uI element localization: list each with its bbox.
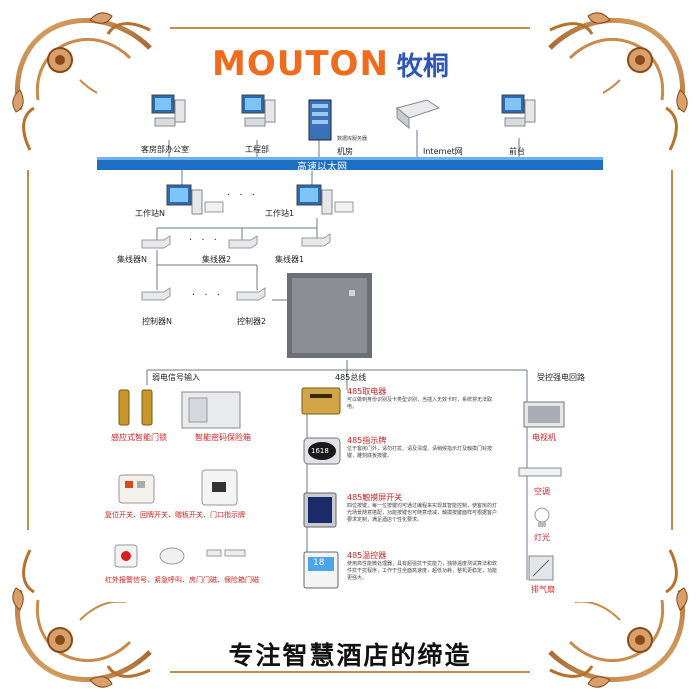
system-diagram: 客房部办公室 工程部 数据库服务器 机房 Internet网 前台 高速以太网 … <box>97 90 603 602</box>
weak-signal-label: 弱电信号输入 <box>152 373 200 382</box>
controller-n-icon <box>141 287 171 301</box>
controller-ellipsis: · · · <box>192 290 223 301</box>
indicator-title: 485指示牌 <box>347 436 387 445</box>
housekeeping-computer-icon <box>151 94 186 127</box>
exhaust-fan-label: 排气扇 <box>531 585 555 594</box>
air-conditioner-icon <box>518 467 562 477</box>
brand-logo: MOUTON 牧桐 <box>212 44 449 84</box>
brand-latin: MOUTON <box>212 44 389 84</box>
bus-485-label: 485总线 <box>335 373 367 382</box>
safe-label: 智能密码保险箱 <box>195 433 251 442</box>
thermostat-desc: 使用高性能微处理器，具有超强抗干扰能力，独特温度测试算法和软件抗干扰程序，工作于… <box>347 561 498 581</box>
engineering-label: 工程部 <box>245 145 269 154</box>
main-cabinet-icon <box>287 273 372 358</box>
tv-label: 电视机 <box>532 433 556 442</box>
safe-box-icon <box>181 391 241 429</box>
door-lock-label: 感应式智能门锁 <box>111 433 167 442</box>
sensors-label: 红外报警信号、紧急呼叫、房门门磁、保险箱门磁 <box>105 576 259 584</box>
door-magnet-icon <box>206 549 246 557</box>
reset-switch-icon <box>118 474 155 504</box>
internet-label: Internet网 <box>423 147 463 156</box>
switches-label: 复位开关、回牌开关、赠板开关、门口指示牌 <box>105 511 245 519</box>
data-server-label: 数据库服务器 <box>337 136 368 142</box>
ac-label: 空调 <box>534 487 550 496</box>
concentrator-n-label: 集线器N <box>117 255 147 264</box>
brand-cjk: 牧桐 <box>396 51 449 82</box>
controller-n-label: 控制器N <box>142 317 172 326</box>
workstation-n-icon <box>166 184 224 215</box>
controller-2-label: 控制器2 <box>237 317 267 326</box>
infrared-sensor-icon <box>159 547 185 565</box>
door-sign-icon <box>201 469 238 506</box>
front-desk-label: 前台 <box>509 147 525 156</box>
thermostat-icon <box>303 551 339 589</box>
concentrator-2-label: 集线器2 <box>202 255 232 264</box>
concentrator-n-icon <box>141 235 171 249</box>
concentrator-ellipsis: · · · <box>189 235 220 246</box>
ethernet-bus-label: 高速以太网 <box>297 162 347 173</box>
touch-switch-title: 485触摸屏开关 <box>347 493 403 502</box>
touch-switch-icon <box>303 492 337 528</box>
internet-router-icon <box>395 99 441 130</box>
workstation-ellipsis: · · · <box>227 190 258 201</box>
ethernet-bus <box>97 157 603 170</box>
slogan: 专注智慧酒店的缔造 <box>228 641 472 670</box>
thermostat-title: 485温控器 <box>347 551 387 560</box>
light-label: 灯光 <box>534 533 550 542</box>
diagram-lines <box>97 94 603 589</box>
indicator-logo: 1618 <box>311 447 329 455</box>
door-lock-icon <box>118 389 153 426</box>
server-rack-icon <box>308 99 332 141</box>
machine-room-label: 机房 <box>337 147 353 156</box>
card-power-switch-icon <box>301 387 341 415</box>
touch-switch-desc: 四位按键，每一位按键均可通过编程来实现其智能控制，使客房的灯光场景随意搭配，功能… <box>347 503 498 523</box>
workstation-1-label: 工作站1 <box>265 209 295 218</box>
housekeeping-label: 客房部办公室 <box>141 145 189 154</box>
concentrator-2-icon <box>228 235 258 249</box>
engineering-computer-icon <box>241 94 276 127</box>
front-desk-computer-icon <box>501 94 536 127</box>
emergency-button-icon <box>114 544 138 568</box>
controller-2-icon <box>236 287 266 301</box>
concentrator-1-label: 集线器1 <box>275 255 305 264</box>
strong-circuit-label: 受控强电回路 <box>537 373 585 382</box>
exhaust-fan-icon <box>528 555 554 581</box>
workstation-1-icon <box>296 184 354 215</box>
concentrator-1-icon <box>301 233 331 247</box>
light-bulb-icon <box>534 507 550 527</box>
card-power-desc: 可以做到身份识别及卡类型识别，当插入无效卡时，系统将无法取电。 <box>347 397 493 410</box>
workstation-n-label: 工作站N <box>135 209 165 218</box>
tv-icon <box>523 401 565 428</box>
card-power-title: 485取电器 <box>347 387 387 396</box>
thermostat-reading: 18 <box>313 558 325 568</box>
indicator-desc: 位于客房门外，请勿打扰、请及清理、请稍候指示灯及触摸门铃按键，雕刻底板按键。 <box>347 446 493 459</box>
indicator-sign-icon <box>303 437 341 465</box>
